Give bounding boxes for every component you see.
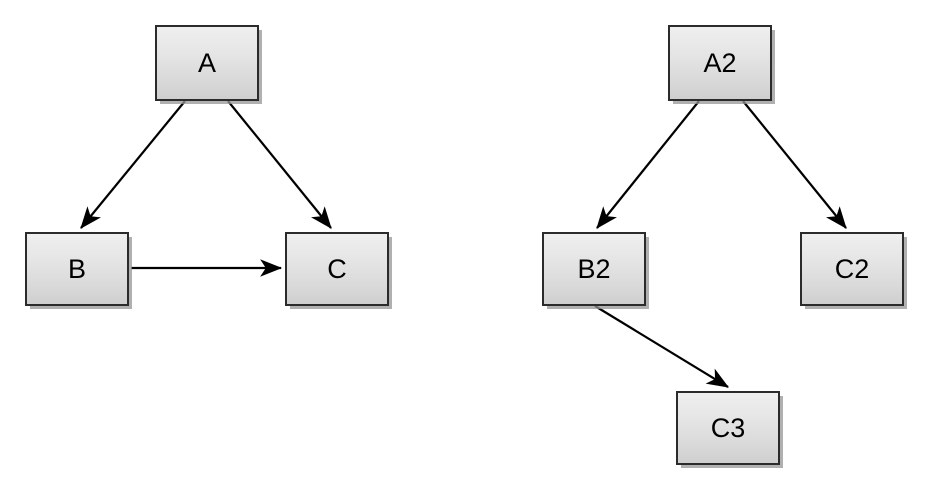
node-a2[interactable]: A2 <box>668 25 772 101</box>
node-c-label: C <box>327 253 347 284</box>
edge-B2-to-C3 <box>594 305 729 388</box>
node-a2-label: A2 <box>703 47 737 78</box>
node-b-label: B <box>67 253 86 284</box>
node-a[interactable]: A <box>155 25 259 101</box>
edge-A-to-C <box>227 100 332 229</box>
node-c3-label: C3 <box>710 412 746 443</box>
edge-A-to-B <box>80 100 186 229</box>
node-b[interactable]: B <box>25 232 129 306</box>
node-b2-label: B2 <box>577 253 611 284</box>
node-c3[interactable]: C3 <box>676 391 780 465</box>
node-a-label: A <box>197 47 216 78</box>
node-c2[interactable]: C2 <box>800 232 904 306</box>
edge-A2-to-B2 <box>596 100 700 229</box>
edge-A2-to-C2 <box>742 100 847 229</box>
node-c[interactable]: C <box>285 232 389 306</box>
node-b2[interactable]: B2 <box>542 232 646 306</box>
node-c2-label: C2 <box>834 253 870 284</box>
